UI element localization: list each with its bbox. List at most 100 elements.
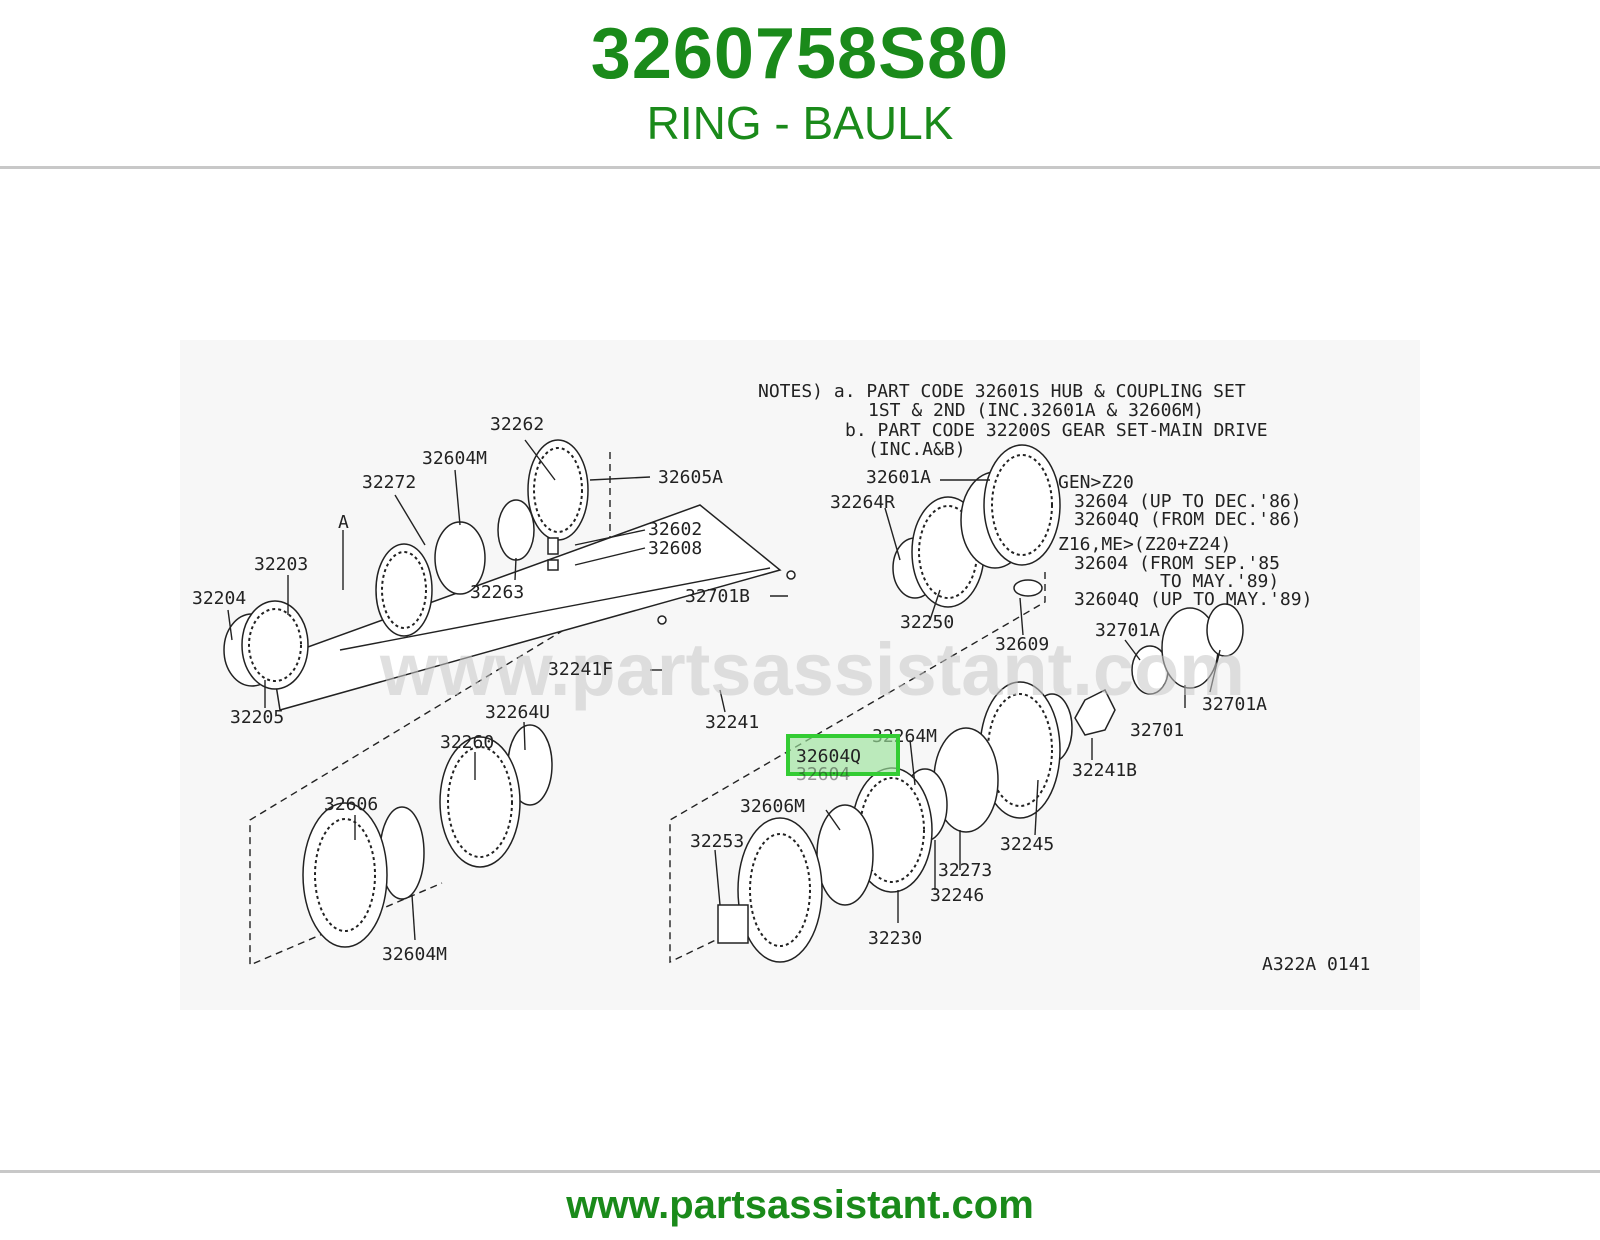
leader-line: [574, 547, 646, 566]
insert-32608: [547, 559, 559, 571]
exploded-view-svg: www.partsassistant.com NOTES) a. PART CO…: [180, 340, 1420, 1010]
gear-teeth: [447, 746, 513, 858]
part-labels: 32262 32604M 32272 32605A 32602 32608 32…: [192, 414, 1267, 965]
label-32253: 32253: [690, 831, 744, 852]
label-32264R: 32264R: [830, 492, 895, 513]
callout-a: A: [338, 512, 349, 533]
leader-line: [825, 809, 841, 831]
coupling-32606M: [737, 817, 823, 963]
leader-line: [1034, 779, 1039, 836]
snap-ring-32263: [497, 499, 535, 561]
gear-32260: [439, 736, 521, 868]
label-32608: 32608: [648, 538, 702, 559]
label-32701B: 32701B: [685, 586, 750, 607]
variant-line: 32604 (UP TO DEC.'86): [1074, 491, 1302, 512]
label-32203: 32203: [254, 554, 308, 575]
snap-ring-32701A-2: [1206, 603, 1244, 657]
ball-32241F: [657, 615, 667, 625]
label-32272: 32272: [362, 472, 416, 493]
label-32605A: 32605A: [658, 467, 723, 488]
watermark-text: www.partsassistant.com: [379, 628, 1245, 711]
clip-32609: [1013, 579, 1043, 597]
label-32205: 32205: [230, 707, 284, 728]
variant-line: Z16,ME>(Z20+Z24): [1058, 534, 1231, 555]
gear-teeth: [533, 447, 583, 533]
label-32701A-1: 32701A: [1095, 620, 1160, 641]
label-32260: 32260: [440, 732, 494, 753]
highlight-box[interactable]: [786, 734, 900, 776]
part-name-subtitle: RING - BAULK: [646, 97, 954, 149]
label-32262: 32262: [490, 414, 544, 435]
figure-code: A322A 0141: [1262, 954, 1370, 975]
page-header: 3260758S80 RING - BAULK: [0, 0, 1600, 168]
gear-32272: [375, 543, 433, 637]
leader-line: [227, 609, 233, 641]
footer-divider: [0, 1170, 1600, 1173]
highlighted-label[interactable]: 32604Q: [796, 746, 861, 767]
label-32241B: 32241B: [1072, 760, 1137, 781]
gear-teeth: [991, 454, 1053, 556]
label-32606M: 32606M: [740, 796, 805, 817]
leader-line: [454, 469, 461, 526]
leader-line: [929, 589, 941, 621]
leader-lines: [227, 439, 1221, 941]
label-32601A: 32601A: [866, 467, 931, 488]
label-32701A-2: 32701A: [1202, 694, 1267, 715]
sleeve-assembly: [983, 444, 1061, 566]
label-32602: 32602: [648, 519, 702, 540]
baulk-ring-32604Q: [816, 804, 874, 906]
label-32604M-top: 32604M: [422, 448, 487, 469]
leader-line: [1019, 597, 1024, 636]
highlighted-sub-label: 32604: [796, 764, 850, 785]
leader-line: [1209, 649, 1221, 693]
footer-url-link[interactable]: www.partsassistant.com: [566, 1183, 1034, 1227]
label-32246: 32246: [930, 885, 984, 906]
note-line: (INC.A&B): [868, 439, 966, 460]
leader-line: [394, 494, 426, 546]
variant-notes-block: GEN>Z20 32604 (UP TO DEC.'86) 32604Q (FR…: [1058, 472, 1312, 610]
notes-block: NOTES) a. PART CODE 32601S HUB & COUPLIN…: [758, 381, 1268, 460]
variant-line: GEN>Z20: [1058, 472, 1134, 493]
mainshaft-centerline: [339, 567, 771, 651]
note-line: b. PART CODE 32200S GEAR SET-MAIN DRIVE: [845, 420, 1268, 441]
main-drive-gear-32203: [241, 600, 309, 690]
label-32263: 32263: [470, 582, 524, 603]
leader-line: [523, 721, 526, 751]
parts-diagram: www.partsassistant.com NOTES) a. PART CO…: [180, 340, 1420, 1010]
leader-line: [1124, 639, 1141, 661]
leader-line: [411, 894, 416, 941]
variant-line: 32604 (FROM SEP.'85: [1074, 553, 1280, 574]
label-32245: 32245: [1000, 834, 1054, 855]
header-divider: [0, 166, 1600, 169]
gear-teeth: [381, 551, 427, 629]
label-32604M-bottom: 32604M: [382, 944, 447, 965]
mainshaft-body: [271, 504, 782, 711]
note-line: NOTES) a. PART CODE 32601S HUB & COUPLIN…: [758, 381, 1246, 402]
label-32241: 32241: [705, 712, 759, 733]
label-32230: 32230: [868, 928, 922, 949]
leader-line: [514, 557, 517, 581]
highlighted-part-callout[interactable]: 32604Q 32604: [786, 734, 900, 785]
gear-teeth: [749, 833, 811, 947]
spring-32602: [547, 537, 559, 555]
leader-line: [589, 476, 651, 481]
coupling-32606: [302, 802, 388, 948]
leader-line: [884, 507, 901, 561]
label-32241F: 32241F: [548, 659, 613, 680]
gear-teeth: [248, 608, 302, 682]
note-line: 1ST & 2ND (INC.32601A & 32606M): [868, 400, 1204, 421]
leader-line: [714, 849, 721, 906]
leader-line: [719, 689, 726, 713]
label-32701: 32701: [1130, 720, 1184, 741]
leader-line: [524, 439, 556, 481]
label-32264U: 32264U: [485, 702, 550, 723]
gear-teeth: [314, 818, 376, 932]
leader-line: [574, 529, 646, 546]
label-32204: 32204: [192, 588, 246, 609]
nut-32241B: [1074, 688, 1116, 736]
part-number-title: 3260758S80: [590, 14, 1010, 94]
variant-line: 32604Q (FROM DEC.'86): [1074, 509, 1302, 530]
variant-line: TO MAY.'89): [1160, 571, 1279, 592]
leader-line: [909, 739, 916, 786]
label-32250: 32250: [900, 612, 954, 633]
